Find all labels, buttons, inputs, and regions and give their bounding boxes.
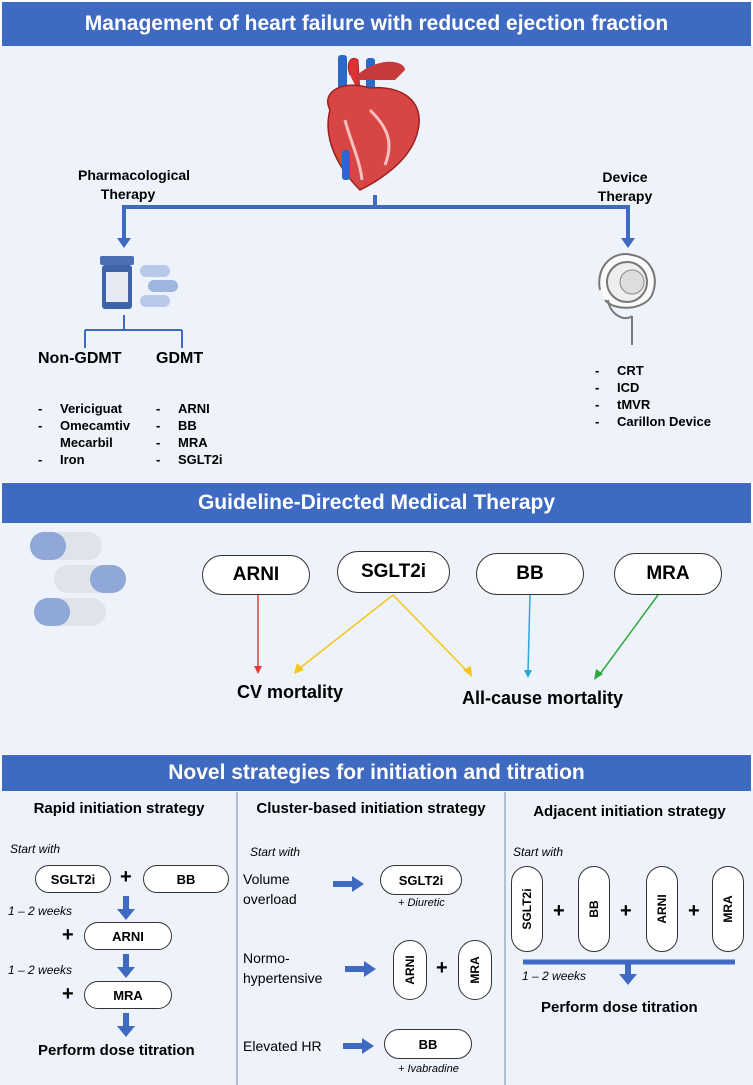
adjacent-weeks: 1 – 2 weeks xyxy=(522,969,587,983)
pacemaker-icon xyxy=(598,253,656,345)
drug-pill-bb: BB xyxy=(476,553,584,595)
rapid-sglt2i-pill: SGLT2i xyxy=(35,865,111,893)
cluster-arni-pill: ARNI xyxy=(393,940,427,1000)
device-list: -CRT -ICD -tMVR -Carillon Device xyxy=(595,362,745,430)
list-item: -tMVR xyxy=(595,397,651,412)
mra-label: MRA xyxy=(468,956,482,984)
plus-sign: + xyxy=(553,900,565,922)
plus-sign: + xyxy=(620,900,632,922)
gdmt-title: Guideline-Directed Medical Therapy xyxy=(2,483,751,523)
heart-icon xyxy=(327,55,420,191)
capsules-icon xyxy=(30,532,126,626)
gdmt-list: -ARNI -BB -MRA -SGLT2i xyxy=(156,400,256,468)
rapid-start-with: Start with xyxy=(10,842,61,856)
cluster-sglt2i-pill: SGLT2i xyxy=(380,865,462,895)
rapid-arni-pill: ARNI xyxy=(84,922,172,950)
bb-label: BB xyxy=(587,900,601,918)
rapid-weeks-2: 1 – 2 weeks xyxy=(8,963,73,977)
list-item: -CRT xyxy=(595,363,644,378)
drug-pill-mra: MRA xyxy=(614,553,722,595)
allcause-mortality-label: All-cause mortality xyxy=(462,688,624,708)
list-item: -MRA xyxy=(156,435,208,450)
drug-pill-sglt2i: SGLT2i xyxy=(337,551,450,593)
adjacent-bb-pill: BB xyxy=(578,866,610,952)
rapid-title: Rapid initiation strategy xyxy=(33,800,205,817)
adjacent-start-with: Start with xyxy=(513,845,564,859)
sglt2i-label: SGLT2i xyxy=(520,888,534,930)
adjacent-perform: Perform dose titration xyxy=(541,999,698,1016)
pharma-label: Pharmacological Therapy xyxy=(78,167,191,202)
arni-label: ARNI xyxy=(655,894,669,924)
cv-mortality-label: CV mortality xyxy=(237,682,344,702)
plus-sign: + xyxy=(62,924,74,946)
list-item: -Vericiguat xyxy=(38,401,123,416)
nongdmt-list: -Vericiguat -Omecamtiv Mecarbil -Iron xyxy=(38,400,168,468)
novel-title: Novel strategies for initiation and titr… xyxy=(2,755,751,791)
plus-sign: + xyxy=(62,983,74,1005)
list-item: -Carillon Device xyxy=(595,414,711,429)
rapid-perform: Perform dose titration xyxy=(38,1042,195,1059)
list-item: -BB xyxy=(156,418,197,433)
list-item: -SGLT2i xyxy=(156,452,223,467)
gdmt-title-label: GDMT xyxy=(156,350,204,367)
list-item: -Iron xyxy=(38,452,85,467)
mra-label: MRA xyxy=(721,895,735,923)
cluster-mra-pill: MRA xyxy=(458,940,492,1000)
rapid-mra-pill: MRA xyxy=(84,981,172,1009)
plus-sign: + xyxy=(120,866,132,888)
pill-bottle-icon xyxy=(100,256,178,309)
plus-sign: + xyxy=(688,900,700,922)
cluster-ivabradine: + Ivabradine xyxy=(398,1063,459,1075)
adjacent-title: Adjacent initiation strategy xyxy=(533,803,726,820)
drug-pill-arni: ARNI xyxy=(202,555,310,595)
header-title: Management of heart failure with reduced… xyxy=(2,2,751,46)
cluster-bb-pill: BB xyxy=(384,1029,472,1059)
cluster-diuretic: + Diuretic xyxy=(398,897,445,909)
cluster-start-with: Start with xyxy=(250,845,301,859)
rapid-bb-pill: BB xyxy=(143,865,229,893)
list-item: -ARNI xyxy=(156,401,210,416)
cluster-title: Cluster-based initiation strategy xyxy=(256,800,486,817)
arni-label: ARNI xyxy=(403,955,417,985)
list-item: -Omecamtiv Mecarbil xyxy=(38,418,131,450)
device-label: Device Therapy xyxy=(597,169,653,204)
plus-sign: + xyxy=(436,957,448,979)
cluster-normo: Normo- hypertensive xyxy=(243,950,323,986)
cluster-volume: Volume overload xyxy=(243,871,297,907)
nongdmt-title: Non-GDMT xyxy=(38,350,122,367)
list-item: -ICD xyxy=(595,380,640,395)
adjacent-arni-pill: ARNI xyxy=(646,866,678,952)
cluster-elevated: Elevated HR xyxy=(243,1038,322,1054)
adjacent-sglt2i-pill: SGLT2i xyxy=(511,866,543,952)
rapid-weeks-1: 1 – 2 weeks xyxy=(8,904,73,918)
adjacent-mra-pill: MRA xyxy=(712,866,744,952)
